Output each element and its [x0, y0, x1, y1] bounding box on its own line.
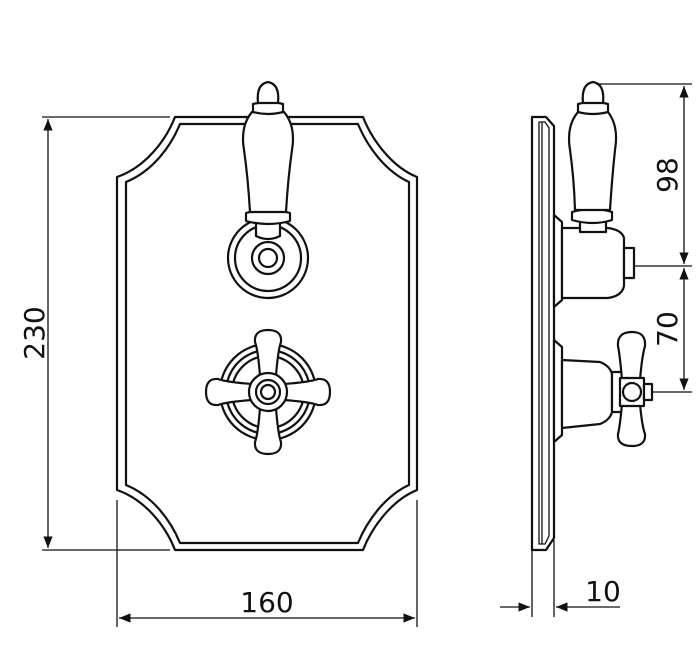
side-cross-arm-top — [616, 330, 647, 382]
back-plate-outline — [115, 115, 419, 552]
dimension-height: 230 — [18, 116, 170, 551]
width-label: 160 — [240, 586, 293, 619]
cross-hub — [247, 371, 289, 413]
side-lever-finial — [581, 80, 605, 105]
upper-offset-label: 98 — [651, 157, 684, 193]
lower-offset-label: 70 — [651, 311, 684, 347]
side-lower-flange — [552, 338, 564, 444]
side-upper-flange — [552, 213, 564, 309]
side-upper-spindle — [622, 246, 636, 280]
side-upper-body — [560, 226, 626, 300]
side-cross-handle — [552, 330, 654, 448]
cross-index-button — [254, 378, 282, 406]
side-cross-tip — [642, 382, 654, 402]
lever-spindle-ring — [250, 240, 286, 276]
side-cross-arm-bottom — [616, 402, 647, 448]
lever-handle — [241, 110, 295, 214]
thermostat-cross-handle — [204, 328, 332, 456]
dimension-offsets: 98 70 — [596, 83, 692, 393]
side-cross-button — [621, 381, 643, 403]
side-plate-inner — [538, 121, 550, 545]
dimension-width: 160 — [116, 500, 418, 627]
cross-arm-bottom — [253, 406, 283, 456]
height-label: 230 — [18, 306, 51, 359]
front-view — [115, 80, 419, 552]
flow-lever — [226, 80, 310, 300]
side-lever-handle — [567, 110, 618, 212]
back-plate-bevel — [124, 122, 411, 545]
lever-spindle — [257, 247, 279, 269]
cross-index-center — [259, 383, 277, 401]
cross-arm-right — [282, 377, 332, 407]
cross-arm-top — [253, 328, 283, 378]
depth-label: 10 — [585, 575, 621, 608]
side-plate-outer — [530, 115, 556, 552]
side-view — [530, 80, 654, 552]
cross-arm-left — [204, 377, 254, 407]
dimension-depth: 10 — [500, 540, 621, 617]
lever-finial — [256, 80, 280, 105]
side-lever — [552, 80, 636, 309]
side-lower-body — [560, 358, 614, 430]
